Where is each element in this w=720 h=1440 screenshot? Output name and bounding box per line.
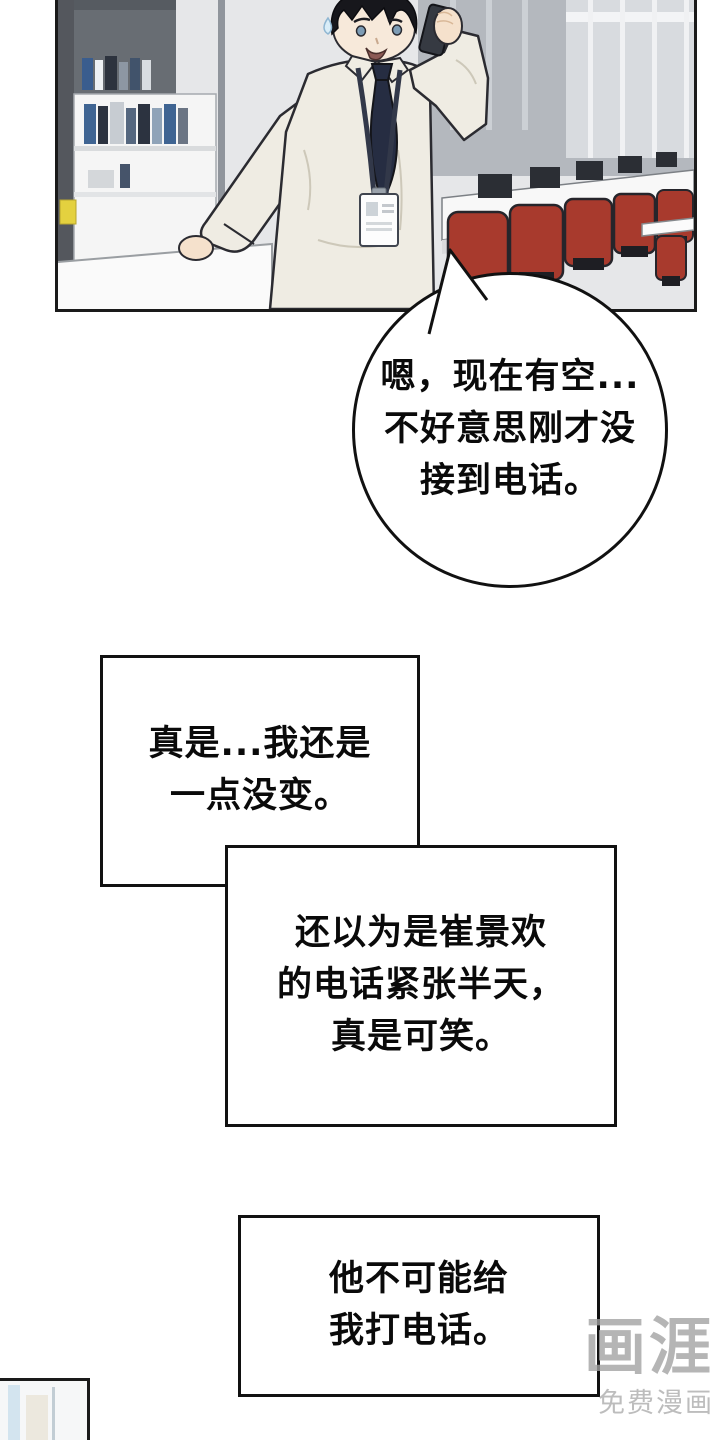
glass-partition [218,0,225,252]
thought-box-2: 还以为是崔景欢 的电话紧张半天， 真是可笑。 [225,845,617,1127]
laptop [618,156,642,173]
left-hand [178,235,214,261]
eye [391,24,403,36]
hair [330,0,418,36]
red-office-chairs [446,189,694,302]
bookshelf [58,0,225,263]
smiling-mouth [365,47,388,61]
thought-box-3-text: 他不可能给 我打电话。 [329,1254,509,1358]
lanyard [383,69,403,195]
speech-line: 嗯，现在有空... [380,357,640,398]
thought-box-3: 他不可能给 我打电话。 [238,1215,600,1397]
lanyard [355,67,377,195]
thought-line: 真是可笑。 [330,1016,511,1057]
right-hand [433,7,463,45]
eye [355,25,367,37]
thought-line: 一点没变。 [169,776,350,816]
id-badge [359,193,399,247]
tie-knot [370,63,394,81]
watermark: 画涯 免费漫画 [584,1316,714,1420]
office-scene-illustration [58,0,694,309]
thought-line: 真是...我还是 [148,724,372,765]
next-panel-art [0,1381,87,1440]
comic-panel [55,0,697,312]
speech-line: 不好意思刚才没 [383,409,636,450]
watermark-subtitle: 免费漫画 [598,1388,714,1419]
thought-line: 还以为是崔景欢 [294,913,547,954]
thought-box-2-text: 还以为是崔景欢 的电话紧张半天， 真是可笑。 [277,908,565,1063]
man-character [178,0,490,309]
speech-line: 接到电话。 [419,460,600,501]
speech-bubble: 嗯，现在有空... 不好意思刚才没 接到电话。 [352,272,668,588]
laptop [530,167,560,188]
speech-bubble-tail [427,248,489,335]
laptop [656,152,677,167]
thought-line: 我打电话。 [328,1311,509,1351]
next-panel-corner [0,1378,90,1440]
speech-bubble-text: 嗯，现在有空... 不好意思刚才没 接到电话。 [381,352,640,507]
thought-box-1-text: 真是...我还是 一点没变。 [149,719,372,823]
watermark-logo: 画涯 [583,1310,714,1383]
thought-line: 他不可能给 [328,1259,509,1300]
thought-line: 的电话紧张半天， [276,965,565,1006]
laptop [576,161,603,180]
sweat-drop [323,16,333,35]
laptop [478,174,512,198]
